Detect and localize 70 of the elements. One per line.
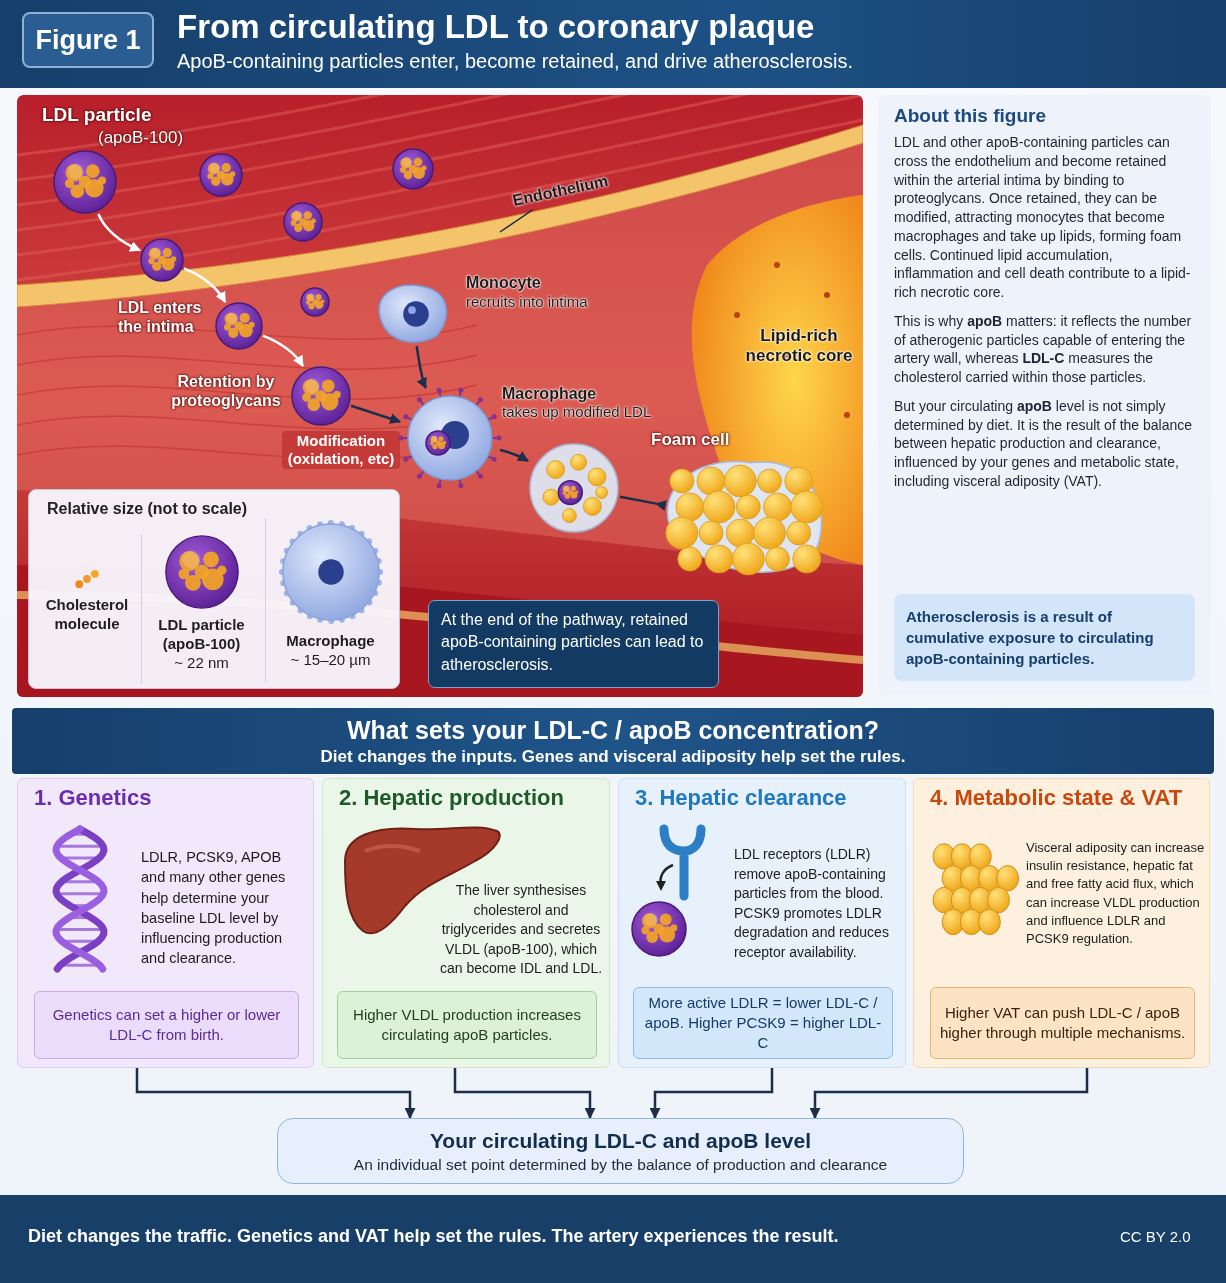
- arrow: [97, 213, 141, 252]
- arrow: [649, 1068, 774, 1120]
- cell-label: Macrophage: [502, 384, 597, 404]
- arrow: [135, 1068, 416, 1120]
- arrow: [415, 345, 427, 389]
- leader-line: [499, 209, 534, 233]
- title: From circulating LDL to coronary plaque: [177, 8, 815, 46]
- card-heading: 1. Genetics: [34, 785, 152, 811]
- panel-heading: Relative size (not to scale): [47, 500, 248, 518]
- factor-card: [17, 778, 314, 1068]
- arrow: [809, 1068, 1089, 1120]
- factor-card: [913, 778, 1210, 1068]
- card-heading: 4. Metabolic state & VAT: [930, 785, 1183, 811]
- macrophage-cell: [400, 388, 500, 488]
- footer-message: Diet changes the traffic. Genetics and VAT help set the rules. The artery experiences the result.: [28, 1226, 839, 1247]
- about-panel: [878, 95, 1211, 695]
- section-banner: [12, 708, 1214, 774]
- ldl-particle: [215, 302, 263, 350]
- figure-badge: Figure 1: [22, 12, 154, 68]
- arrow: [453, 1068, 596, 1120]
- arrow: [619, 495, 667, 512]
- particle-label: LDL particle: [42, 104, 152, 127]
- cell-label: Monocyte: [466, 273, 541, 293]
- arrow: [350, 404, 402, 424]
- region-label: Lipid-rich necrotic core: [744, 326, 854, 367]
- result-heading: Your circulating LDL-C and apoB level: [429, 1128, 812, 1153]
- cell-label: takes up modified LDL: [502, 403, 652, 421]
- card-note: More active LDLR = lower LDL-C / apoB. Higher PCSK9 = higher LDL-C: [633, 987, 893, 1059]
- result-subtext: An individual set point determined by the balance of production and clearance: [353, 1155, 888, 1174]
- ldl-particle: [53, 150, 117, 214]
- cell-label: Foam cell: [651, 430, 730, 451]
- size-value: ~ 22 nm: [174, 653, 229, 671]
- paragraph: This is why apoB matters: it reflects the number of atherogenic particles capable of entering the artery wall, whereas LDL-C measures the cholesterol carried within those particles.: [894, 311, 1193, 387]
- section-heading: What sets your LDL-C / apoB concentration?: [347, 715, 879, 745]
- ldl-particle: [291, 366, 351, 426]
- paragraph: LDL and other apoB-containing particles can cross the endothelium and become retained within the arterial intima by binding to proteoglycans. Once retained, they can be modified, attracting monocytes that become macrophages and take up lipids, forming foam cells. Continued lipid accumulation, inflammation and cell death contribute to a lipid-rich necrotic core.: [894, 133, 1192, 302]
- edge-label: Modification (oxidation, etc): [282, 431, 400, 469]
- arrow: [499, 448, 529, 462]
- step-label: Retention by proteoglycans: [170, 372, 282, 411]
- panel-heading: About this figure: [894, 105, 1047, 127]
- key-message-box: Atherosclerosis is a result of cumulative exposure to circulating apoB-containing particles.: [894, 594, 1195, 681]
- step-label: LDL enters the intima: [118, 298, 203, 337]
- arrow: [262, 334, 304, 367]
- subtitle: ApoB-containing particles enter, become retained, and drive atherosclerosis.: [177, 50, 853, 73]
- license-text: CC BY 2.0: [1120, 1228, 1191, 1245]
- cell-label: recruits into intima: [466, 293, 588, 311]
- factor-card: [618, 778, 906, 1068]
- particle-label: (apoB-100): [98, 128, 184, 149]
- factor-card: [322, 778, 610, 1068]
- size-value: ~ 15–20 µm: [290, 650, 371, 668]
- size-item-name: Macrophage: [286, 632, 375, 651]
- ldl-particle: [140, 238, 184, 282]
- card-note: Higher VLDL production increases circulating apoB particles.: [337, 991, 597, 1059]
- result-box: [277, 1118, 964, 1184]
- card-heading: 2. Hepatic production: [339, 785, 564, 811]
- card-text: Visceral adiposity can increase insulin resistance, hepatic fat and free fatty acid flux, which can increase VLDL production and influence LDLR and PCSK9 regulation.: [1026, 839, 1206, 948]
- card-note: Genetics can set a higher or lower LDL-C from birth.: [34, 991, 299, 1059]
- lipid-laden-cell: [528, 442, 620, 534]
- paragraph: But your circulating apoB level is not simply determined by diet. It is the result of the balance between hepatic production and clearance, influenced by your genes and metabolic state, including visceral adiposity (VAT).: [894, 396, 1194, 491]
- section-subheading: Diet changes the inputs. Genes and visceral adiposity help set the rules.: [320, 746, 906, 767]
- card-text: LDLR, PCSK9, APOB and many other genes help determine your baseline LDL level by influencing production and clearance.: [141, 848, 287, 969]
- card-note: Higher VAT can push LDL-C / apoB higher through multiple mechanisms.: [930, 987, 1195, 1059]
- arrow: [183, 267, 227, 303]
- summary-note: At the end of the pathway, retained apoB-containing particles can lead to atherosclerosis.: [428, 600, 719, 688]
- card-text: The liver synthesises cholesterol and triglycerides and secretes VLDL (apoB-100), which can become IDL and LDL.: [438, 881, 604, 979]
- size-item-name: Cholesterol molecule: [44, 596, 130, 634]
- size-item-name: LDL particle (apoB-100): [157, 616, 246, 654]
- card-heading: 3. Hepatic clearance: [635, 785, 847, 811]
- card-text: LDL receptors (LDLR) remove apoB-containing particles from the blood. PCSK9 promotes LDLR degradation and reduces receptor availability.: [734, 845, 890, 962]
- size-comparison-panel: [28, 489, 400, 689]
